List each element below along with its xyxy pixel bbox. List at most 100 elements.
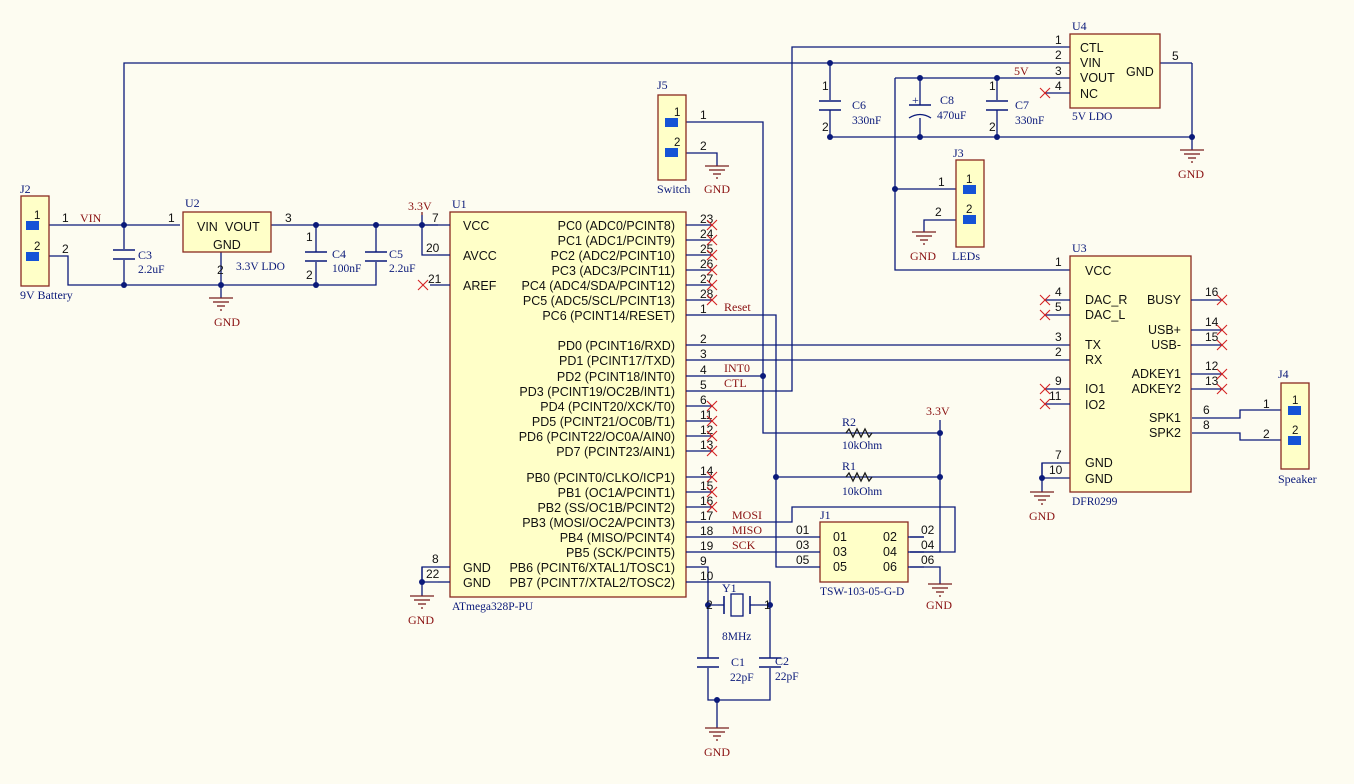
capacitor-c7: 1 2 C7 330nF (986, 79, 1044, 134)
net-5v: 5V (1014, 64, 1029, 78)
svg-text:3: 3 (1055, 64, 1062, 78)
svg-text:470uF: 470uF (937, 110, 966, 122)
svg-text:1: 1 (989, 79, 996, 93)
u1-pin-label: PD0 (PCINT16/RXD) (558, 339, 675, 353)
u1-pin-label: PB7 (PCINT7/XTAL2/TOSC2) (509, 576, 675, 590)
u1-pin-label: PD3 (PCINT19/OC2B/INT1) (519, 385, 675, 399)
svg-text:1: 1 (34, 210, 40, 222)
net-vin: VIN (80, 211, 102, 225)
svg-text:1: 1 (674, 107, 680, 119)
no-connects-u3 (1039, 294, 1228, 410)
svg-text:AREF: AREF (463, 279, 497, 293)
svg-text:VOUT: VOUT (225, 220, 260, 234)
svg-text:05: 05 (833, 560, 847, 574)
resistor-r1: R1 10kOhm (842, 459, 882, 498)
svg-text:VCC: VCC (463, 219, 489, 233)
svg-text:5: 5 (1172, 49, 1179, 63)
svg-text:2: 2 (34, 241, 40, 253)
svg-text:4: 4 (1055, 79, 1062, 93)
svg-text:VOUT: VOUT (1080, 71, 1115, 85)
net-miso: MISO (732, 523, 762, 537)
svg-text:22pF: 22pF (730, 672, 754, 684)
svg-text:8: 8 (432, 552, 439, 566)
connector-j5: J5 1 2 1 2 Switch (657, 78, 707, 196)
svg-text:C1: C1 (731, 655, 745, 669)
svg-text:02: 02 (883, 530, 897, 544)
svg-text:IO2: IO2 (1085, 398, 1105, 412)
svg-text:2: 2 (1055, 345, 1062, 359)
mcu-u1: U1 VCC AVCC AREF GND GND 7 20 21 8 22 PC… (417, 197, 718, 613)
svg-text:3: 3 (285, 211, 292, 225)
svg-text:U3: U3 (1072, 241, 1087, 255)
svg-text:2: 2 (822, 120, 829, 134)
u1-pin-number: 10 (700, 569, 714, 583)
svg-text:2: 2 (700, 139, 707, 153)
no-connect-u4-nc (1039, 87, 1051, 99)
u1-pin-number: 1 (700, 302, 707, 316)
svg-text:GND: GND (213, 238, 241, 252)
no-connect-marker (706, 415, 718, 427)
u1-pin-number: 18 (700, 524, 714, 538)
svg-text:1: 1 (938, 175, 945, 189)
svg-text:RX: RX (1085, 353, 1103, 367)
svg-text:10: 10 (1049, 463, 1063, 477)
svg-text:05: 05 (796, 553, 810, 567)
svg-text:2: 2 (706, 598, 713, 612)
svg-text:Y1: Y1 (722, 581, 737, 595)
svg-text:03: 03 (833, 545, 847, 559)
svg-text:9: 9 (1055, 374, 1062, 388)
svg-text:USB+: USB+ (1148, 323, 1181, 337)
svg-text:3: 3 (1055, 330, 1062, 344)
u1-pin-number: 3 (700, 347, 707, 361)
svg-text:2: 2 (674, 137, 680, 149)
u1-pin-label: PC3 (ADC3/PCINT11) (552, 264, 675, 278)
u1-pin-number: 6 (700, 393, 707, 407)
u1-pin-label: PB5 (SCK/PCINT5) (566, 546, 675, 560)
svg-text:J5: J5 (657, 78, 668, 92)
u1-pin-label: PD4 (PCINT20/XCK/T0) (540, 400, 675, 414)
svg-text:GND: GND (1029, 509, 1055, 523)
u1-pin-number: 9 (700, 554, 707, 568)
svg-text:J3: J3 (953, 146, 964, 160)
svg-text:DFR0299: DFR0299 (1072, 496, 1118, 508)
svg-text:1: 1 (700, 108, 707, 122)
svg-text:GND: GND (463, 561, 491, 575)
wires (49, 46, 1288, 728)
capacitor-c2: C2 22pF (759, 654, 799, 683)
u1-pin-label: PB2 (SS/OC1B/PCINT2) (537, 501, 675, 515)
mp3-module-u3: U3 VCC DAC_R DAC_L TX RX IO1 IO2 GND GND… (1039, 241, 1228, 508)
u1-pin-number: 4 (700, 363, 707, 377)
gnd-symbol-crystal: GND (704, 727, 730, 759)
u1-pin-number: 17 (700, 509, 714, 523)
j2-value: 9V Battery (20, 288, 73, 302)
svg-text:03: 03 (796, 538, 810, 552)
svg-text:7: 7 (432, 211, 439, 225)
u1-pin-label: PC1 (ADC1/PCINT9) (558, 234, 675, 248)
crystal-y1: Y1 2 1 8MHz (706, 581, 771, 643)
no-connect-marker (706, 294, 718, 306)
svg-text:8: 8 (1203, 418, 1210, 432)
svg-text:TX: TX (1085, 338, 1102, 352)
svg-text:U2: U2 (185, 196, 200, 210)
gnd-symbol-u4: GND (1178, 149, 1204, 181)
capacitor-c3: C3 2.2uF (113, 248, 165, 276)
svg-text:10kOhm: 10kOhm (842, 440, 882, 452)
u1-pin-label: PD1 (PCINT17/TXD) (559, 354, 675, 368)
capacitor-c8: + C8 470uF (908, 93, 966, 122)
svg-text:2: 2 (1292, 425, 1298, 437)
svg-text:1: 1 (822, 79, 829, 93)
u1-pin-label: PD7 (PCINT23/AIN1) (556, 445, 675, 459)
u1-pin-number: 5 (700, 378, 707, 392)
svg-text:1: 1 (306, 230, 313, 244)
svg-text:2: 2 (935, 205, 942, 219)
svg-text:GND: GND (1126, 65, 1154, 79)
no-connect-marker (706, 279, 718, 291)
gnd-symbol-j5: GND (704, 165, 730, 196)
svg-text:04: 04 (883, 545, 897, 559)
svg-text:12: 12 (1205, 359, 1219, 373)
svg-text:GND: GND (1085, 472, 1113, 486)
svg-text:10kOhm: 10kOhm (842, 486, 882, 498)
j2-ref: J2 (20, 182, 31, 196)
svg-text:VCC: VCC (1085, 264, 1111, 278)
